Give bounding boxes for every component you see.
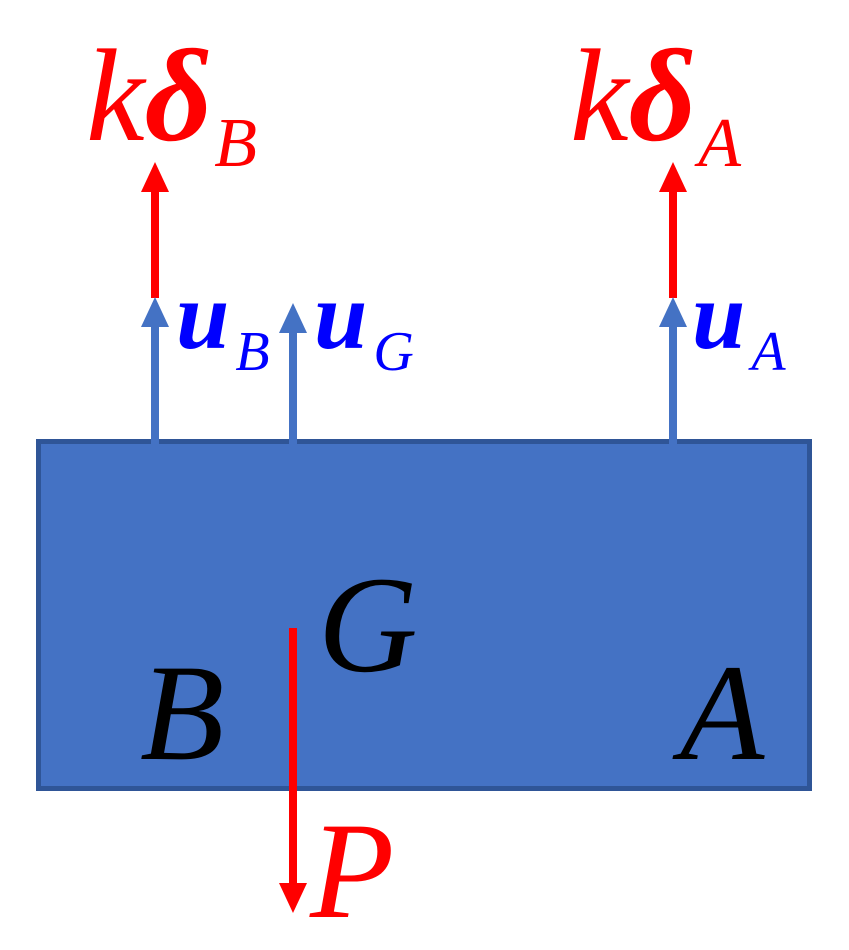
label-k: k <box>86 22 145 169</box>
load-label-P: P <box>310 794 395 947</box>
rigid-block <box>36 439 812 791</box>
point-label-G: G <box>318 548 418 701</box>
label-k-delta-A: kδA <box>570 30 741 179</box>
label-sub-A: A <box>698 105 741 182</box>
load-arrow-P <box>279 628 307 913</box>
label-delta: δ <box>144 22 213 169</box>
label-delta: δ <box>628 22 697 169</box>
displacement-arrow-B <box>141 297 169 623</box>
point-label-B: B <box>140 636 225 789</box>
displacement-arrow-A <box>659 297 687 626</box>
label-k: k <box>570 22 629 169</box>
label-u: u <box>692 262 746 369</box>
label-u: u <box>176 262 230 369</box>
label-sub-B: B <box>214 105 257 182</box>
spring-force-arrow-A <box>659 162 687 298</box>
label-sub-G: G <box>373 321 414 383</box>
displacement-arrow-G <box>279 303 307 629</box>
dot-pattern <box>41 444 807 786</box>
label-k-delta-B: kδB <box>86 30 257 179</box>
point-label-A: A <box>680 636 765 789</box>
label-sub-A: A <box>751 321 786 383</box>
spring-force-arrow-B <box>141 162 169 298</box>
label-sub-B: B <box>235 321 270 383</box>
label-u: u <box>314 262 368 369</box>
